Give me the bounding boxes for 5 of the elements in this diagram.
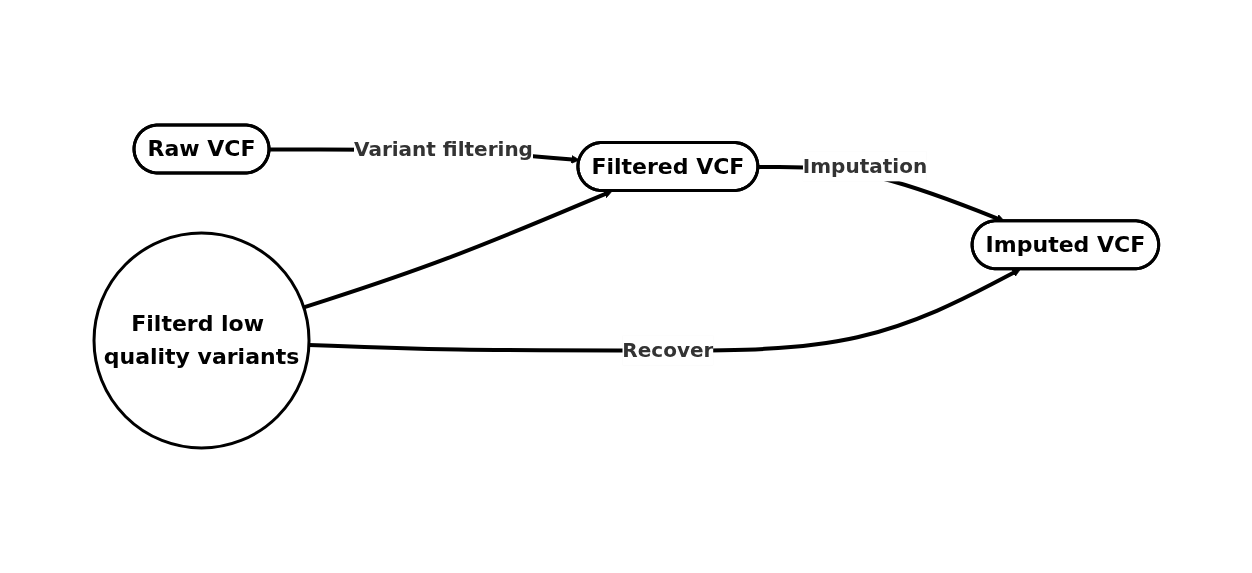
edge-label: Variant filtering bbox=[353, 137, 533, 161]
arrow bbox=[302, 190, 613, 310]
edge-label: Recover bbox=[622, 338, 714, 363]
node-circle: Filterd low quality variants bbox=[92, 231, 311, 450]
edge-label: Imputation bbox=[802, 154, 927, 179]
